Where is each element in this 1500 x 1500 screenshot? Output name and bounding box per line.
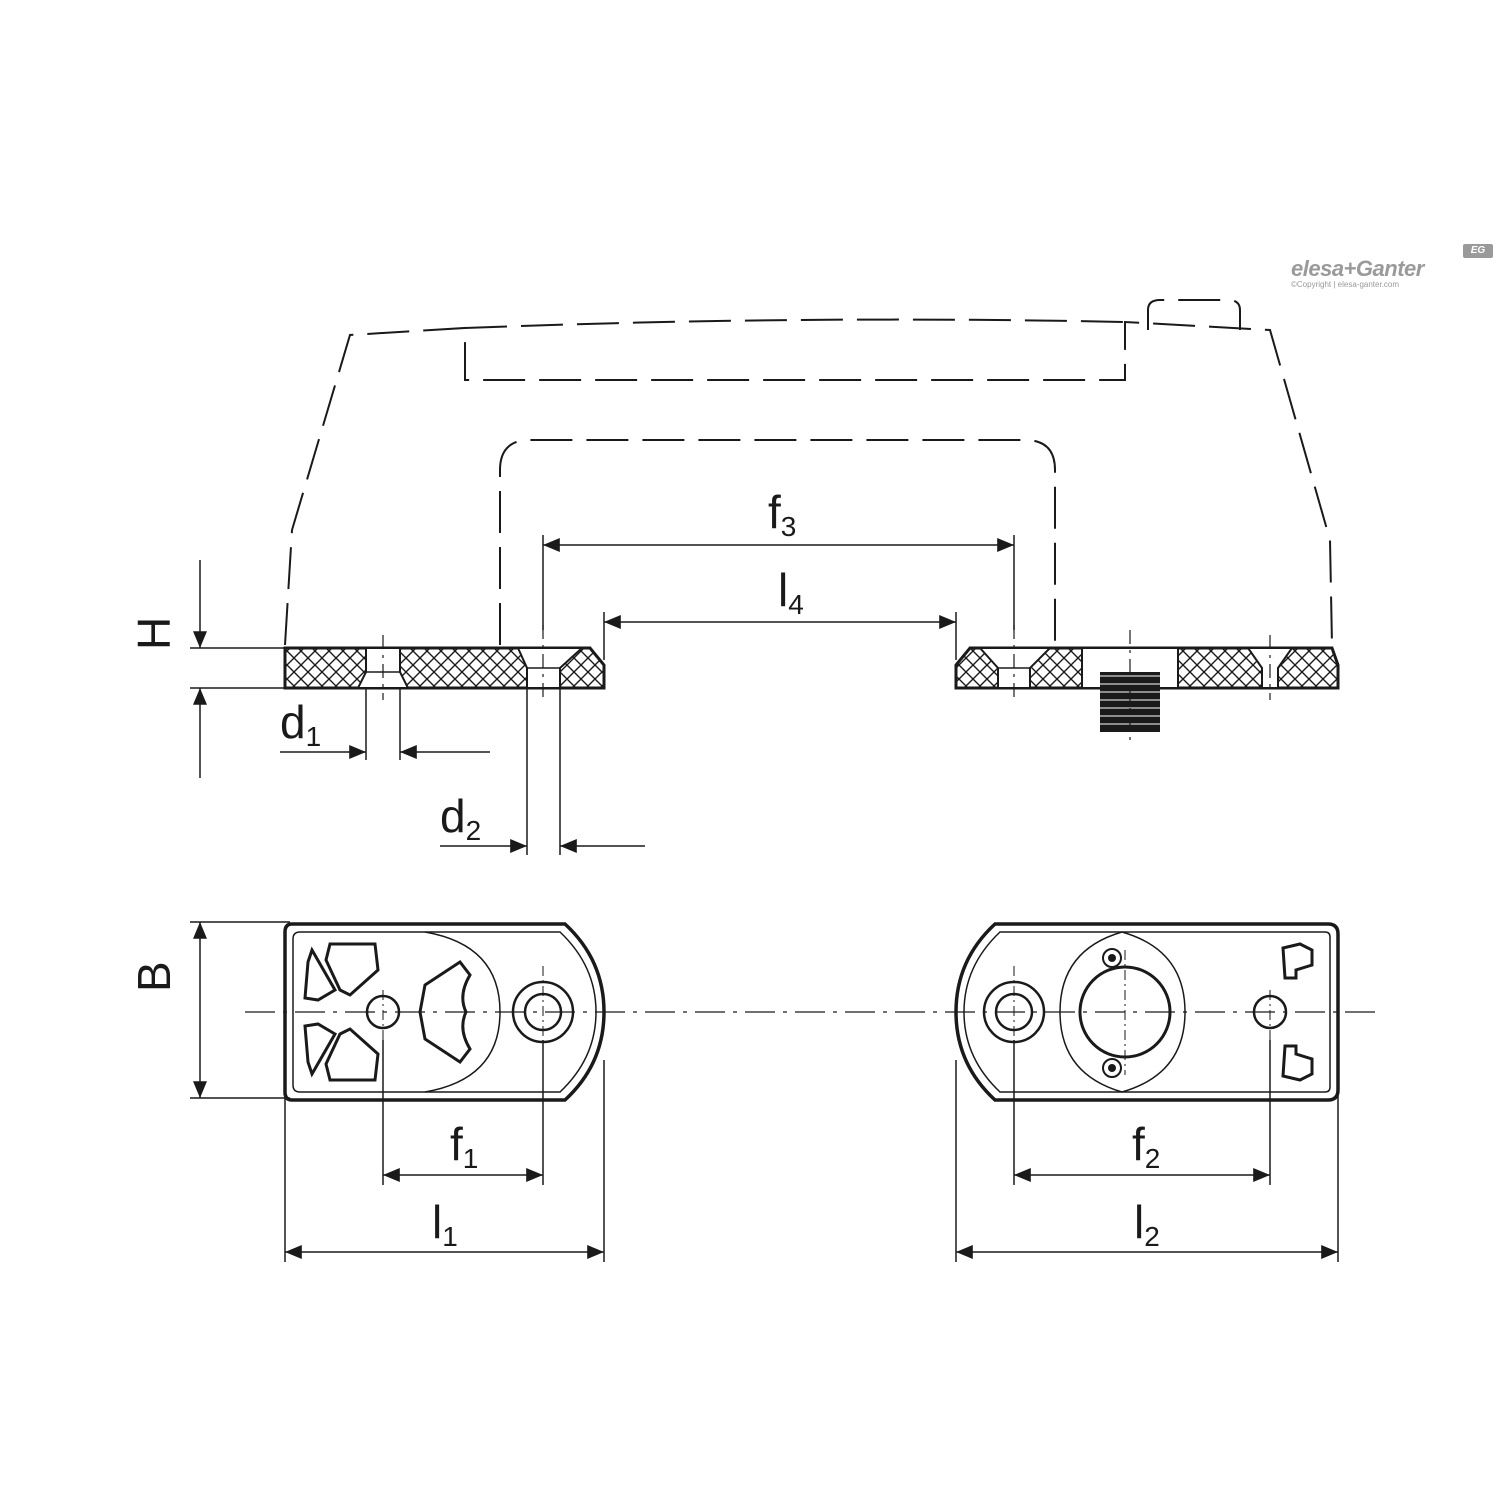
slot-bottom (1281, 1044, 1314, 1082)
cavity-bottom (324, 1027, 380, 1082)
section-centerlines (382, 625, 1271, 740)
label-f3: f3 (768, 486, 796, 542)
label-l1: l1 (432, 1196, 458, 1252)
label-f1: f1 (450, 1118, 478, 1174)
brand-copyright: ©Copyright | elesa-ganter.com (1291, 280, 1400, 289)
dimension-labels: f3 l4 H d1 d2 B f1 f2 l1 l2 (128, 486, 1160, 1252)
label-d1: d1 (280, 696, 321, 752)
clip-bottom-dot (1108, 1064, 1116, 1072)
clip-top-dot (1108, 954, 1116, 962)
right-base-section (954, 646, 1340, 732)
cavity-top-left (303, 946, 338, 1002)
brand-logo: EG elesa+Ganter ©Copyright | elesa-gante… (1285, 244, 1495, 295)
slot-top (1281, 942, 1314, 980)
label-d2: d2 (440, 790, 481, 846)
cavity-right (418, 959, 472, 1065)
cavity-top (324, 942, 380, 997)
label-l4: l4 (778, 564, 804, 620)
clip-bottom (1102, 1058, 1122, 1078)
clip-top (1102, 948, 1122, 968)
cavity-bottom-left (303, 1022, 338, 1078)
left-base-section (283, 646, 606, 690)
label-b: B (128, 961, 180, 992)
brand-name: elesa+Ganter (1291, 256, 1424, 281)
right-base-plan (954, 922, 1340, 1102)
left-base-plan (283, 922, 606, 1102)
label-h: H (128, 617, 180, 650)
label-f2: f2 (1132, 1118, 1160, 1174)
dimension-lines (193, 538, 1338, 1259)
handle-phantom-outline (284, 299, 1333, 646)
label-l2: l2 (1134, 1196, 1160, 1252)
extension-lines (190, 535, 1339, 1262)
brand-badge: EG (1463, 244, 1493, 258)
